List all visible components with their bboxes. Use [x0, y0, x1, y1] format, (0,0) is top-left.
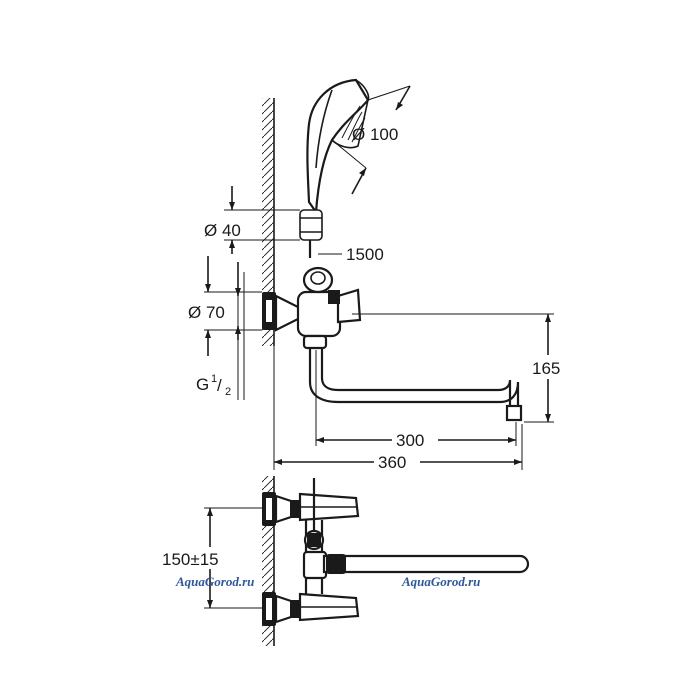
top-view: 150±15	[160, 476, 530, 646]
spout-height-dimension: 165	[352, 313, 562, 423]
inlet-distance-dimension: 150±15	[160, 507, 262, 609]
lower-valve	[262, 592, 360, 626]
holder-diameter-label: Ø 40	[204, 221, 241, 240]
spout	[308, 348, 523, 422]
shower-head	[299, 78, 370, 258]
spout-height-label: 165	[532, 359, 560, 378]
total-length-dimension: 360	[273, 346, 523, 472]
svg-text:/: /	[217, 376, 222, 395]
hose-length-label: 1500	[346, 245, 384, 264]
watermark-left: AquaGorod.ru	[175, 574, 254, 589]
thread-prefix-label: G	[196, 375, 209, 394]
hose-length-dimension: 1500	[318, 245, 384, 264]
shower-diameter-dimension: Ø 100	[331, 85, 411, 195]
faucet-body	[262, 266, 362, 350]
side-view: Ø 100 Ø 40 1500 Ø 70	[188, 78, 562, 472]
watermark-right: AquaGorod.ru	[401, 574, 480, 589]
shower-head-diameter-label: Ø 100	[352, 125, 398, 144]
body-diameter-label: Ø 70	[188, 303, 225, 322]
spout-reach-dimension: 300	[315, 350, 517, 450]
thread-denominator-label: 2	[225, 386, 231, 398]
thread-numerator-label: 1	[211, 373, 217, 385]
spout-reach-label: 300	[396, 431, 424, 450]
mixer-column	[302, 478, 328, 594]
total-length-label: 360	[378, 453, 406, 472]
inlet-distance-label: 150±15	[162, 550, 219, 569]
holder-diameter-dimension: Ø 40	[204, 186, 300, 254]
body-diameter-dimension: Ø 70	[188, 256, 262, 356]
upper-valve	[262, 492, 360, 526]
spout-top	[322, 554, 530, 574]
thread-dimension: G 1 / 2	[196, 262, 245, 400]
